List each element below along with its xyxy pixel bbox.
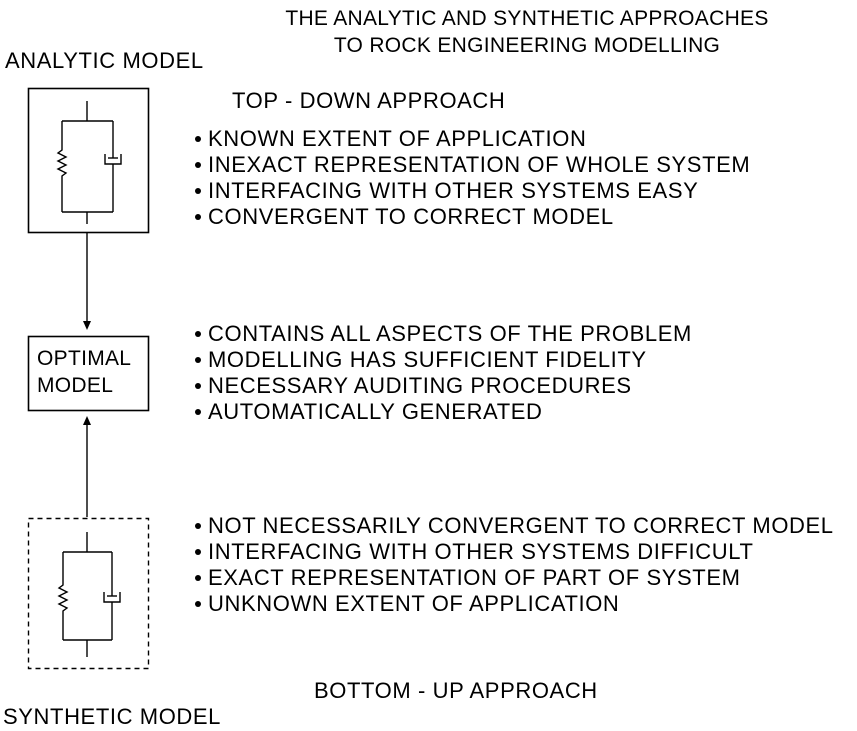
- bullet-icon: [195, 549, 201, 555]
- bullet-icon: [195, 383, 201, 389]
- optimal-model-line-1: OPTIMAL: [37, 347, 132, 370]
- dashpot-cup: [103, 592, 121, 603]
- list-item-text: INTERFACING WITH OTHER SYSTEMS DIFFICULT: [208, 539, 754, 564]
- list-item-text: CONVERGENT TO CORRECT MODEL: [208, 204, 614, 229]
- bullet-icon: [195, 162, 201, 168]
- list-item-text: UNKNOWN EXTENT OF APPLICATION: [208, 591, 620, 616]
- spring-icon: [57, 552, 69, 640]
- arrow-down-icon: [83, 321, 91, 330]
- bullet-icon: [195, 601, 201, 607]
- dashpot-icon: [104, 121, 122, 212]
- bullet-icon: [195, 409, 201, 415]
- bullet-icon: [195, 214, 201, 220]
- list-item-text: EXACT REPRESENTATION OF PART OF SYSTEM: [208, 565, 741, 590]
- bottom-up-approach-label: BOTTOM - UP APPROACH: [314, 678, 598, 703]
- synthetic-model-label: SYNTHETIC MODEL: [3, 704, 222, 729]
- list-item-text: INTERFACING WITH OTHER SYSTEMS EASY: [208, 178, 699, 203]
- list-item-text: KNOWN EXTENT OF APPLICATION: [208, 126, 587, 151]
- list-item-text: NOT NECESSARILY CONVERGENT TO CORRECT MO…: [208, 513, 834, 538]
- synthetic-circuit: [57, 532, 121, 657]
- list-item-text: AUTOMATICALLY GENERATED: [208, 399, 543, 424]
- list-item-text: MODELLING HAS SUFFICIENT FIDELITY: [208, 347, 647, 372]
- bullet-icon: [195, 188, 201, 194]
- dashpot-cup: [104, 154, 122, 165]
- spring-icon: [56, 121, 68, 212]
- analytic-model-label: ANALYTIC MODEL: [5, 48, 204, 73]
- title-line-1: THE ANALYTIC AND SYNTHETIC APPROACHES: [285, 7, 769, 30]
- bullet-icon: [195, 575, 201, 581]
- bullet-icon: [195, 136, 201, 142]
- arrow-up-icon: [83, 416, 91, 425]
- synthetic-model-box: [27, 517, 150, 670]
- title-line-2: TO ROCK ENGINEERING MODELLING: [333, 34, 721, 57]
- top-down-approach-label: TOP - DOWN APPROACH: [232, 88, 506, 113]
- optimal-model-line-2: MODEL: [37, 374, 114, 397]
- list-item-text: NECESSARY AUDITING PROCEDURES: [208, 373, 632, 398]
- dashpot-icon: [103, 552, 121, 640]
- bullet-icon: [195, 523, 201, 529]
- analytic-model-box: [27, 87, 150, 234]
- analytic-circuit: [56, 101, 122, 224]
- list-item-text: INEXACT REPRESENTATION OF WHOLE SYSTEM: [208, 152, 751, 177]
- bullet-icon: [195, 357, 201, 363]
- list-item-text: CONTAINS ALL ASPECTS OF THE PROBLEM: [208, 321, 692, 346]
- bullet-icon: [195, 331, 201, 337]
